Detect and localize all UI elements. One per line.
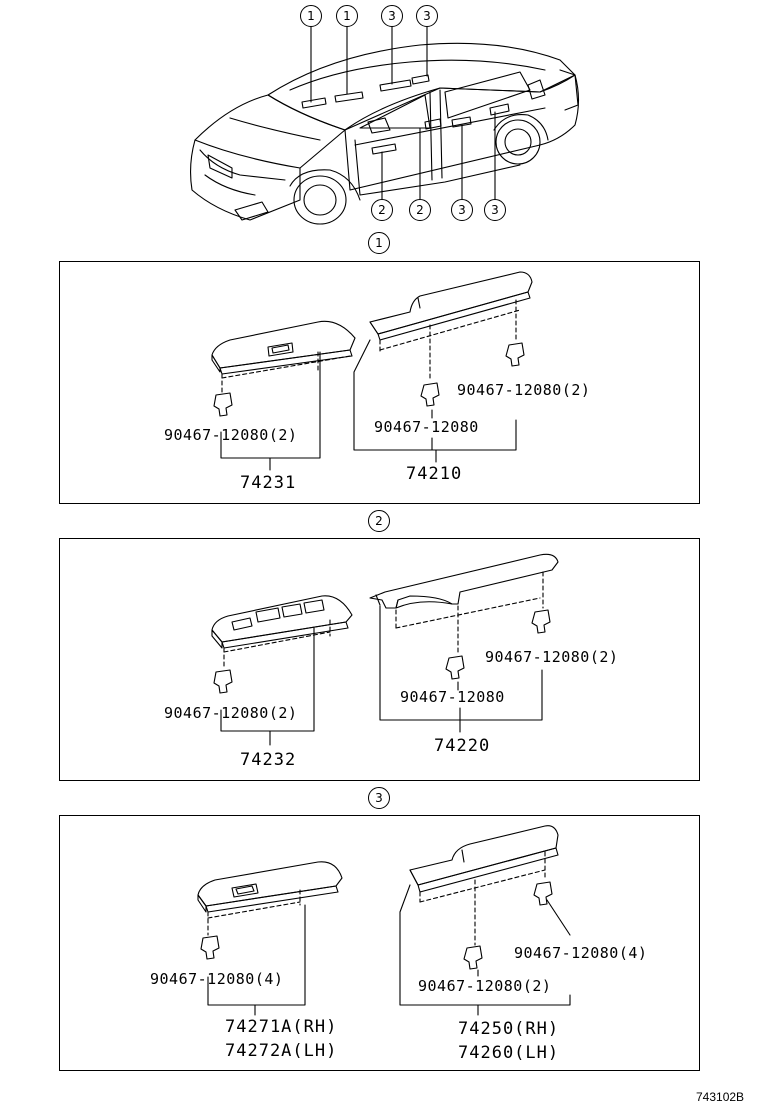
car-callout-bottom-3: 3 xyxy=(451,199,473,221)
section-1-clip-label-right: 90467-12080(2) xyxy=(457,381,591,399)
section-3-artwork xyxy=(197,825,571,1016)
car-callout-top-1: 1 xyxy=(300,5,322,27)
section-2-clip-label-right: 90467-12080(2) xyxy=(485,648,619,666)
section-3-clip-label-right: 90467-12080(4) xyxy=(514,944,648,962)
section-3-clip-label-right-mid: 90467-12080(2) xyxy=(418,977,552,995)
section-1-clip-label-right-mid: 90467-12080 xyxy=(374,418,479,436)
car-callout-bottom-2: 2 xyxy=(409,199,431,221)
diagram-reference-code: 743102B xyxy=(696,1090,745,1104)
part-number-74232: 74232 xyxy=(240,750,297,770)
section-1-artwork xyxy=(211,271,533,471)
part-number-74231: 74231 xyxy=(240,473,297,493)
section-2-clip-label-left: 90467-12080(2) xyxy=(164,704,298,722)
car-callout-bottom-1: 2 xyxy=(371,199,393,221)
section-1-marker: 1 xyxy=(368,232,390,254)
car-illustration xyxy=(189,26,580,225)
section-2-artwork xyxy=(211,553,559,746)
section-3-panel xyxy=(59,815,700,1071)
car-callout-top-4: 3 xyxy=(416,5,438,27)
section-3-clip-label-left: 90467-12080(4) xyxy=(150,970,284,988)
part-number-74210: 74210 xyxy=(406,464,463,484)
section-3-marker: 3 xyxy=(368,787,390,809)
part-number-74260-lh: 74260(LH) xyxy=(458,1043,560,1063)
section-2-panel xyxy=(59,538,700,781)
section-1-clip-label-left: 90467-12080(2) xyxy=(164,426,298,444)
section-2-clip-label-right-mid: 90467-12080 xyxy=(400,688,505,706)
part-number-74250-rh: 74250(RH) xyxy=(458,1019,560,1039)
part-number-74271A-rh: 74271A(RH) xyxy=(225,1017,338,1037)
car-callout-bottom-4: 3 xyxy=(484,199,506,221)
part-number-74220: 74220 xyxy=(434,736,491,756)
section-2-marker: 2 xyxy=(368,510,390,532)
car-callout-top-2: 1 xyxy=(336,5,358,27)
part-number-74272A-lh: 74272A(LH) xyxy=(225,1041,338,1061)
car-callout-top-3: 3 xyxy=(381,5,403,27)
section-1-panel xyxy=(59,261,700,504)
